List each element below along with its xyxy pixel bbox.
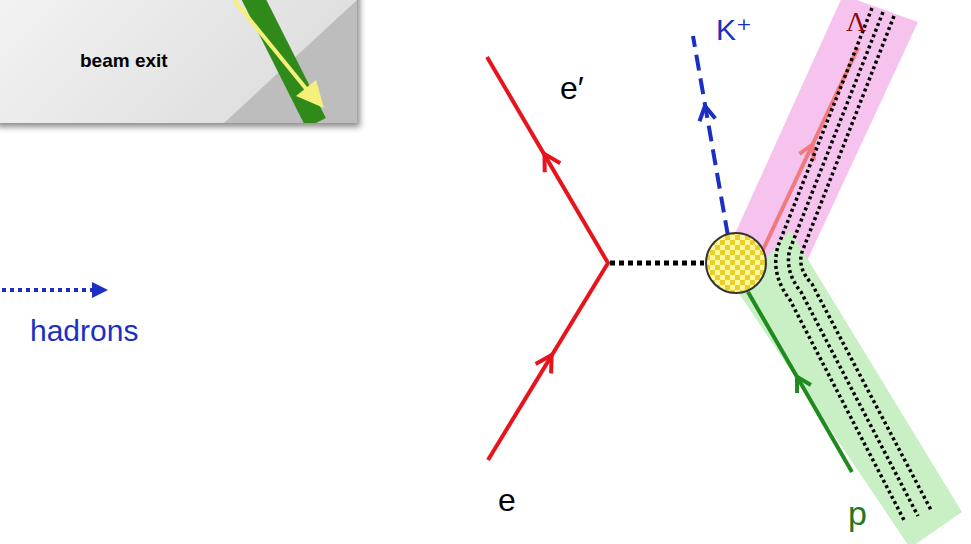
particle-label: p (848, 494, 867, 533)
particle-label: K⁺ (716, 12, 752, 47)
lambda-band (733, 0, 918, 276)
particle-label: e′ (560, 70, 584, 107)
particle-label: Λ (846, 6, 866, 38)
arrow-head (697, 105, 715, 122)
lambda-line (762, 48, 858, 252)
beam-exit-panel: beam exit (0, 0, 357, 123)
hadron-arrow (2, 288, 92, 292)
kaon-line (693, 36, 728, 236)
arrow-head (537, 149, 561, 172)
photon-line (610, 261, 704, 266)
proton-band: p (848, 494, 888, 538)
arrow-head (92, 282, 108, 298)
arrow-head (790, 373, 811, 393)
hadrons-label: hadrons (30, 314, 138, 348)
particle-label: e (498, 482, 516, 519)
quark-lines (776, 8, 931, 522)
vertex-blob (706, 233, 766, 293)
arrow-head (536, 350, 560, 373)
beam-pipe (0, 0, 357, 123)
panel-title: beam exit (80, 50, 168, 72)
proton-band (738, 230, 962, 544)
lambda-band: Λ (846, 6, 886, 46)
electron-line (487, 57, 608, 460)
proton-line (748, 292, 852, 472)
